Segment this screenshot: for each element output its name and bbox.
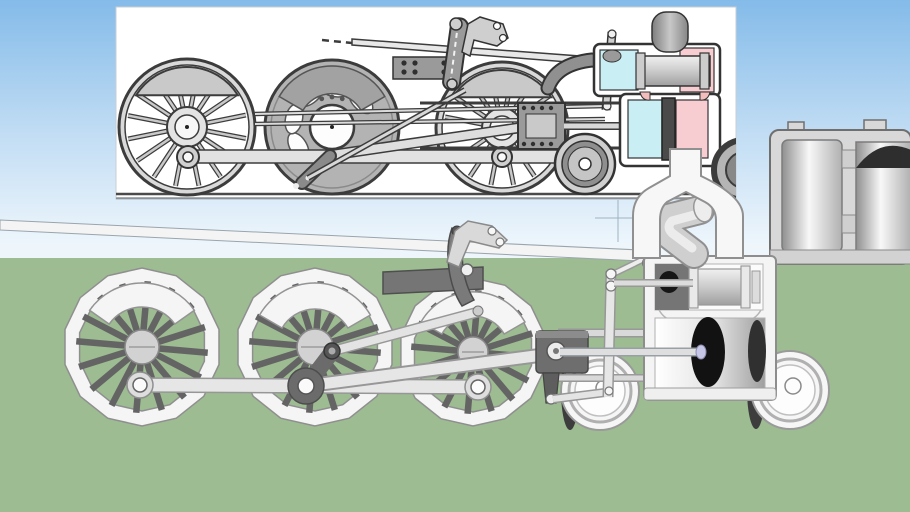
drawing-dome [651, 11, 689, 53]
drawing-piston [661, 97, 676, 161]
model-exhaust-y-pipe [632, 148, 744, 259]
model-eccentric-crank [287, 342, 341, 405]
wheel-spoke [410, 343, 463, 355]
section-block-valve-cylinder [781, 139, 843, 253]
drawing-driver-2 [263, 58, 401, 196]
wheel-spoke [482, 330, 534, 352]
drawing-edge-wheel [711, 137, 736, 199]
model-eccentric-rod [331, 305, 484, 357]
wheel-spoke [251, 348, 303, 370]
model-main-rod [305, 345, 559, 394]
wheel-spoke [254, 313, 305, 344]
wheel-spoke [248, 338, 302, 350]
drawing-cylinder-cyan [627, 99, 663, 159]
model-cylinder-block [643, 255, 777, 401]
model-combination-lever [602, 268, 617, 398]
drawing-dashed-stem [321, 38, 353, 45]
drawing-main-rod [331, 118, 546, 161]
reference-image [115, 6, 737, 200]
wheel-spoke [108, 357, 139, 408]
piston-disc [691, 317, 725, 387]
wheel-spoke [154, 344, 209, 356]
wheel-counterweight [88, 282, 196, 326]
piston-rod-tip [695, 344, 707, 360]
drawing-eccentric-rod [306, 87, 467, 181]
drawing-valve-gear [321, 16, 622, 111]
drawing-valve-spool [637, 55, 711, 87]
wheel-counterweight [278, 65, 386, 112]
wheel-spoke [75, 338, 130, 350]
wheel-spoke [89, 352, 135, 392]
wheel-spoke [78, 347, 131, 370]
wheel-spoke [152, 350, 203, 381]
wheel-spoke [327, 324, 379, 346]
model-lifting-arm [446, 220, 509, 268]
model-section-block-right [769, 119, 910, 265]
drawing-expansion-link [442, 17, 469, 91]
model-union-link [552, 387, 610, 404]
model-piston-rod [560, 344, 707, 360]
model-driver-1 [64, 267, 220, 427]
wheel-spoke [81, 313, 132, 344]
valve-spool [696, 268, 743, 306]
drawing-lifting-arm [461, 16, 509, 58]
wheel-counterweight [134, 66, 240, 97]
drawing-trailing-wheel [553, 132, 617, 196]
section-block-bore-shadow [856, 145, 910, 168]
wheel-spoke [153, 324, 206, 347]
wheel-counterweight [258, 282, 372, 330]
drawing-steam-pipe [540, 52, 622, 96]
